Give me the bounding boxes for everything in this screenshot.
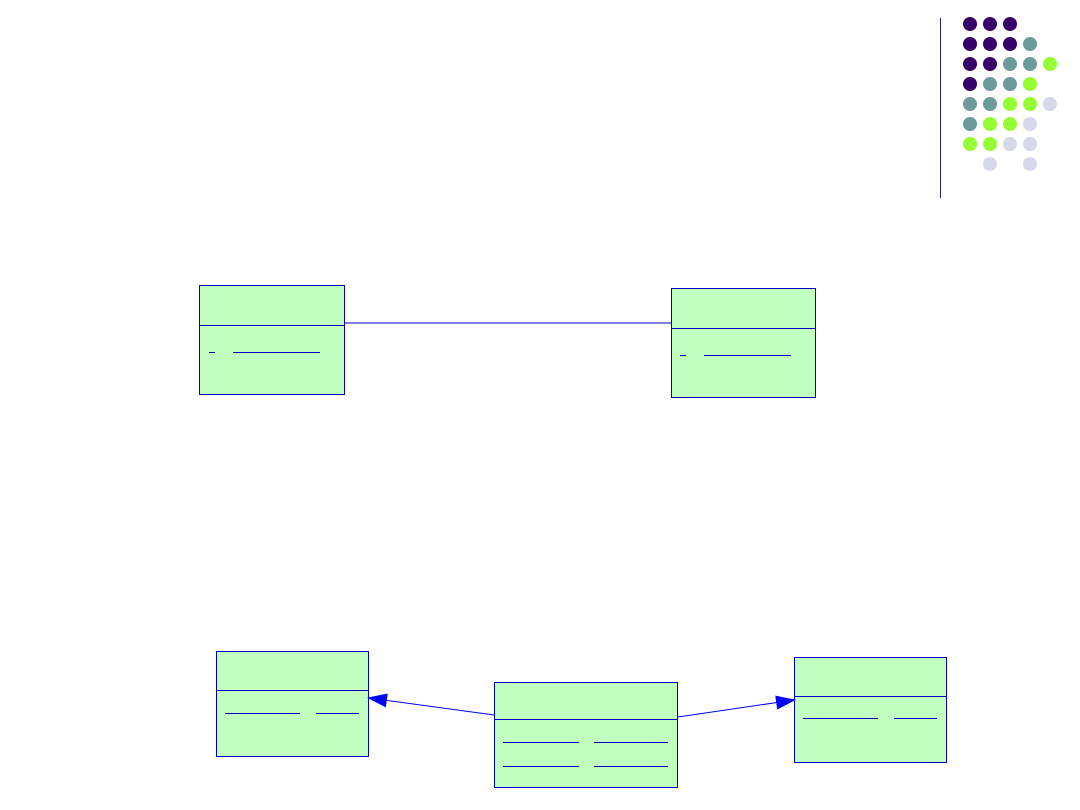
arrow-to-bottom-left — [367, 693, 495, 716]
decorative-divider-line — [940, 18, 941, 198]
class-box-bottom-right[interactable] — [794, 657, 947, 763]
decorative-dot — [983, 137, 997, 151]
class-box-bottom-center[interactable] — [494, 682, 678, 788]
decorative-dot — [963, 137, 977, 151]
decorative-dot — [1023, 97, 1037, 111]
decorative-dot — [983, 117, 997, 131]
decorative-dot — [983, 37, 997, 51]
class-box-top-left[interactable] — [199, 285, 345, 395]
class-box-bottom-left[interactable] — [216, 651, 369, 757]
decorative-dot — [983, 57, 997, 71]
decorative-dot — [983, 157, 997, 171]
decorative-dot — [1003, 117, 1017, 131]
decorative-dot — [1023, 37, 1037, 51]
decorative-dot — [1003, 137, 1017, 151]
decorative-dot — [963, 77, 977, 91]
decorative-dot — [963, 97, 977, 111]
decorative-dot — [1003, 37, 1017, 51]
decorative-dot — [1023, 57, 1037, 71]
class-box-top-right[interactable] — [671, 288, 816, 398]
decorative-dot — [1023, 137, 1037, 151]
decorative-dot — [983, 97, 997, 111]
decorative-dot-grid — [963, 17, 1057, 171]
decorative-dot — [1003, 57, 1017, 71]
decorative-dot — [983, 17, 997, 31]
decorative-dot — [1043, 57, 1057, 71]
decorative-dot — [1003, 17, 1017, 31]
decorative-dot — [1023, 117, 1037, 131]
decorative-dot — [1023, 157, 1037, 171]
decorative-dot — [1043, 97, 1057, 111]
decorative-dot — [1023, 77, 1037, 91]
decorative-dot — [963, 117, 977, 131]
decorative-dot — [963, 17, 977, 31]
decorative-dot — [963, 57, 977, 71]
arrow-to-bottom-right — [677, 695, 796, 718]
decorative-dot — [963, 37, 977, 51]
decorative-dot — [983, 77, 997, 91]
decorative-dot — [1003, 77, 1017, 91]
decorative-dot — [1003, 97, 1017, 111]
